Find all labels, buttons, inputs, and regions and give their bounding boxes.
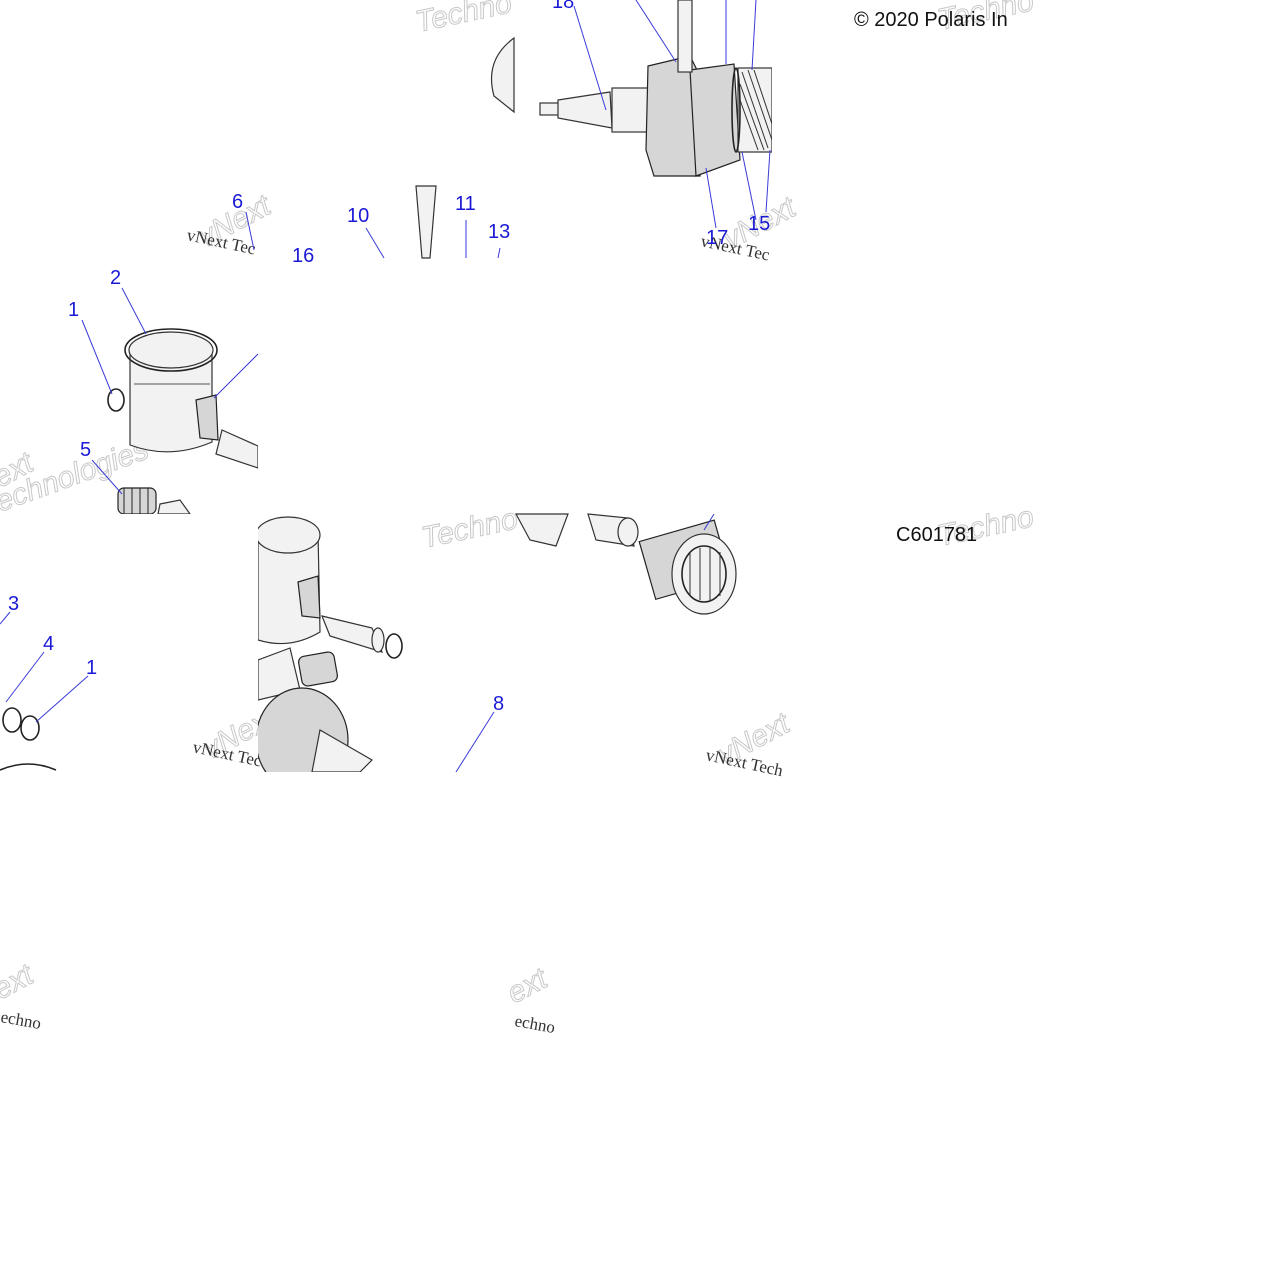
crank-housing-edge [490,36,515,114]
leader-lines [0,0,771,773]
wrist-pin [215,429,258,469]
piston-body [129,347,213,453]
callout-4: 4 [43,633,54,655]
shaft-taper [557,91,613,129]
pin-sleeve [2,707,22,733]
callout-1: 1 [68,299,79,321]
callout-11: 11 [455,193,476,215]
callout-10: 10 [347,205,369,227]
needle-bearing [117,487,157,514]
callout-3: 3 [8,593,19,615]
circlip-bottom [20,715,40,741]
callout-16: 16 [292,245,314,267]
callout-6: 6 [232,191,243,213]
ring-set-bottom-left [0,707,57,771]
watermark-ext: ext [0,957,40,1006]
callout-labels: 18 6 10 11 13 16 17 15 2 1 5 3 4 1 8 [8,0,770,715]
watermark-ext: ext [502,961,554,1010]
crank-partial [514,513,569,547]
connecting-rod [677,0,693,73]
diagram-id: C601781 [896,524,977,546]
wrist-pin-end [371,627,385,653]
callout-18: 18 [552,0,574,13]
rod-partial [415,185,437,259]
pin-end [617,517,639,547]
watermark-techno: Techno [419,502,521,555]
ring-edge [0,763,57,771]
roller-bearing-race [681,545,727,603]
callout-1: 1 [86,657,97,679]
crank-shaft-bottom [311,729,373,772]
wrist-pin-bottom [321,615,384,653]
piston-boss [195,394,219,441]
piston-assembly-left [107,328,258,514]
crankshaft-assembly [490,0,772,177]
watermark-echno: echno [0,1007,43,1033]
piston-ring [124,328,218,372]
callout-17: 17 [706,227,728,249]
crank-seal [731,67,741,153]
shaft-tip [539,102,561,116]
callout-5: 5 [80,439,91,461]
piston-crown [128,331,214,369]
crank-web-right [689,63,741,177]
watermark-echno: echno [513,1011,556,1037]
rod-big-end [157,499,191,514]
piston-crown-bottom [258,516,321,554]
circlip-left [107,388,125,412]
piston-assembly-bottom [258,516,403,772]
watermark-techno: Techno [413,0,515,39]
copyright-notice: © 2020 Polaris In [854,9,1008,31]
circlip-bottom-right [385,633,403,659]
needle-bearing-bottom [298,651,338,687]
bearing-assembly [514,513,737,615]
callout-8: 8 [493,693,504,715]
callout-15: 15 [748,213,770,235]
callout-13: 13 [488,221,510,243]
piston-boss-bottom [297,575,321,619]
callout-2: 2 [110,267,121,289]
connecting-rod-small-end [415,185,437,259]
